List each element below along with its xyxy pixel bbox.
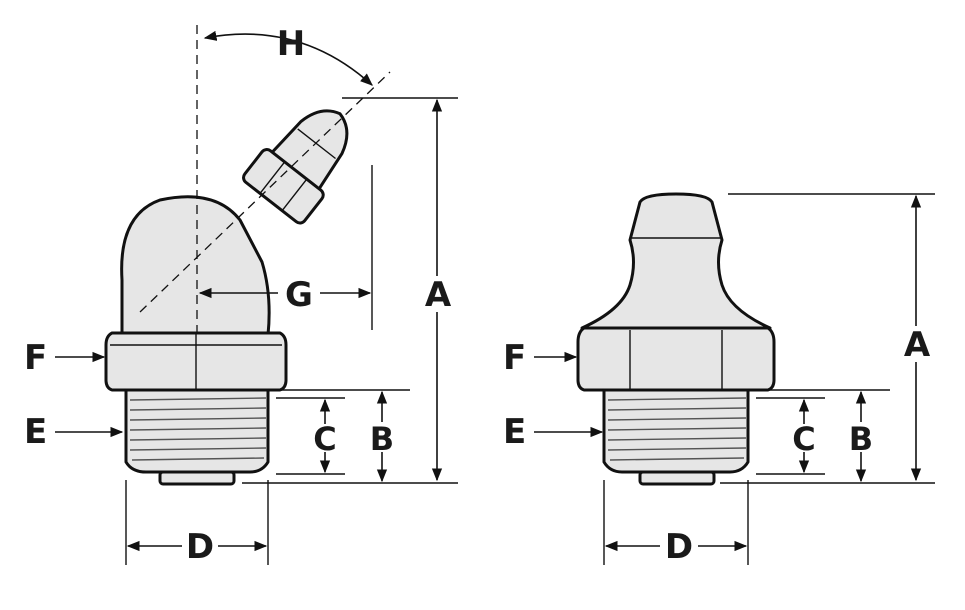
- label-e-right: E: [503, 412, 526, 452]
- label-f-left: F: [24, 338, 47, 378]
- label-c-left: C: [313, 420, 336, 458]
- straight-thread: [602, 388, 750, 474]
- angled-tip: [158, 470, 236, 486]
- label-g: G: [285, 275, 313, 315]
- dim-h-arc: [203, 30, 373, 86]
- angled-thread-lines: [129, 397, 267, 461]
- label-d-left: D: [186, 527, 214, 567]
- straight-nipple: [580, 192, 772, 330]
- straight-thread-lines: [607, 397, 747, 461]
- label-h: H: [277, 24, 305, 64]
- label-a-left: A: [425, 275, 452, 315]
- label-a-right: A: [904, 325, 931, 365]
- angled-body: [120, 195, 271, 337]
- label-e-left: E: [24, 412, 47, 452]
- label-d-right: D: [665, 527, 693, 567]
- label-b-left: B: [370, 420, 394, 458]
- angled-thread: [124, 388, 270, 474]
- straight-hex: [576, 326, 776, 392]
- label-b-right: B: [849, 420, 873, 458]
- label-f-right: F: [503, 338, 526, 378]
- label-c-right: C: [792, 420, 815, 458]
- angled-centerline: [139, 71, 391, 313]
- straight-tip: [638, 470, 716, 486]
- angled-fitting: H A G C B D F E: [24, 24, 458, 567]
- straight-fitting: A C B D F E: [503, 192, 935, 567]
